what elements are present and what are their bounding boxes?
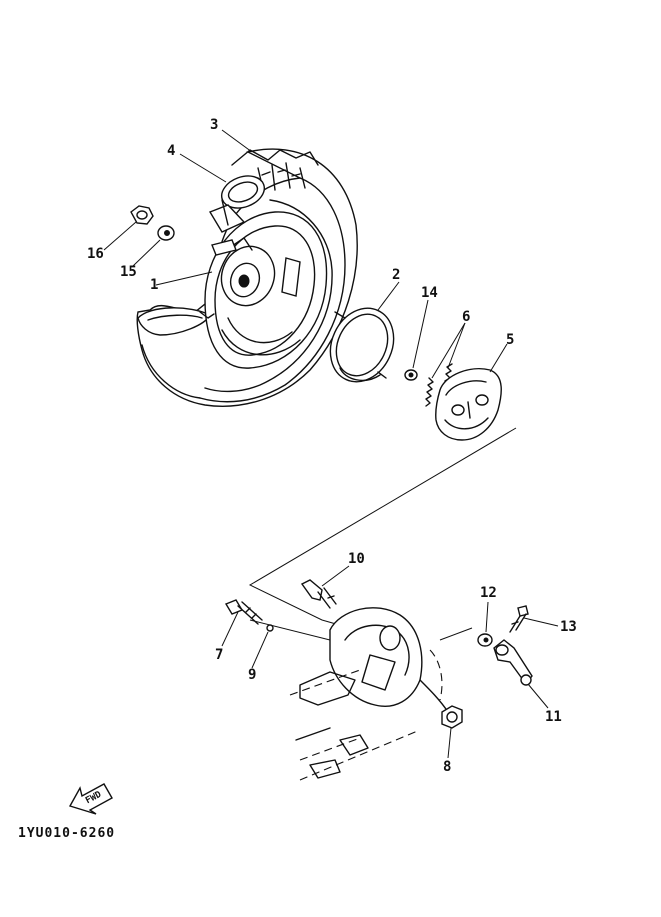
wheel-hub-drawing <box>199 211 328 369</box>
washer-drawing <box>477 633 493 647</box>
callout-5: 5 <box>506 332 515 348</box>
callout-16: 16 <box>87 246 104 262</box>
brake-shoe-drawing <box>435 368 502 441</box>
brake-backplate-drawing <box>289 607 449 781</box>
catalog-code: 1YU010-6260 <box>18 826 116 841</box>
tube-valve-drawing <box>208 175 266 233</box>
callout-4: 4 <box>167 143 176 159</box>
hub-washer-drawing <box>157 225 175 241</box>
axle-nut-drawing <box>441 705 463 729</box>
clip-drawing <box>404 369 418 381</box>
callout-8: 8 <box>443 759 452 775</box>
callout-3: 3 <box>210 117 219 133</box>
o-ring-drawing <box>266 624 274 632</box>
hub-nut-drawing <box>130 205 154 225</box>
callout-14: 14 <box>421 285 438 301</box>
callout-9: 9 <box>248 667 257 683</box>
forward-arrow-icon: FWD <box>68 783 113 815</box>
callout-10: 10 <box>348 551 365 567</box>
lever-bolt-drawing <box>509 605 529 633</box>
cam-shaft-drawing <box>300 579 337 609</box>
callout-12: 12 <box>480 585 497 601</box>
callout-2: 2 <box>392 267 401 283</box>
callout-13: 13 <box>560 619 577 635</box>
callout-15: 15 <box>120 264 137 280</box>
leader-lines <box>103 129 559 759</box>
callout-6: 6 <box>462 309 471 325</box>
callout-1: 1 <box>150 277 159 293</box>
callout-11: 11 <box>545 709 562 725</box>
brake-drum-ring-drawing <box>329 307 395 383</box>
callout-7: 7 <box>215 647 224 663</box>
brake-lever-drawing <box>493 639 533 686</box>
axle-bolt-drawing <box>224 599 263 625</box>
